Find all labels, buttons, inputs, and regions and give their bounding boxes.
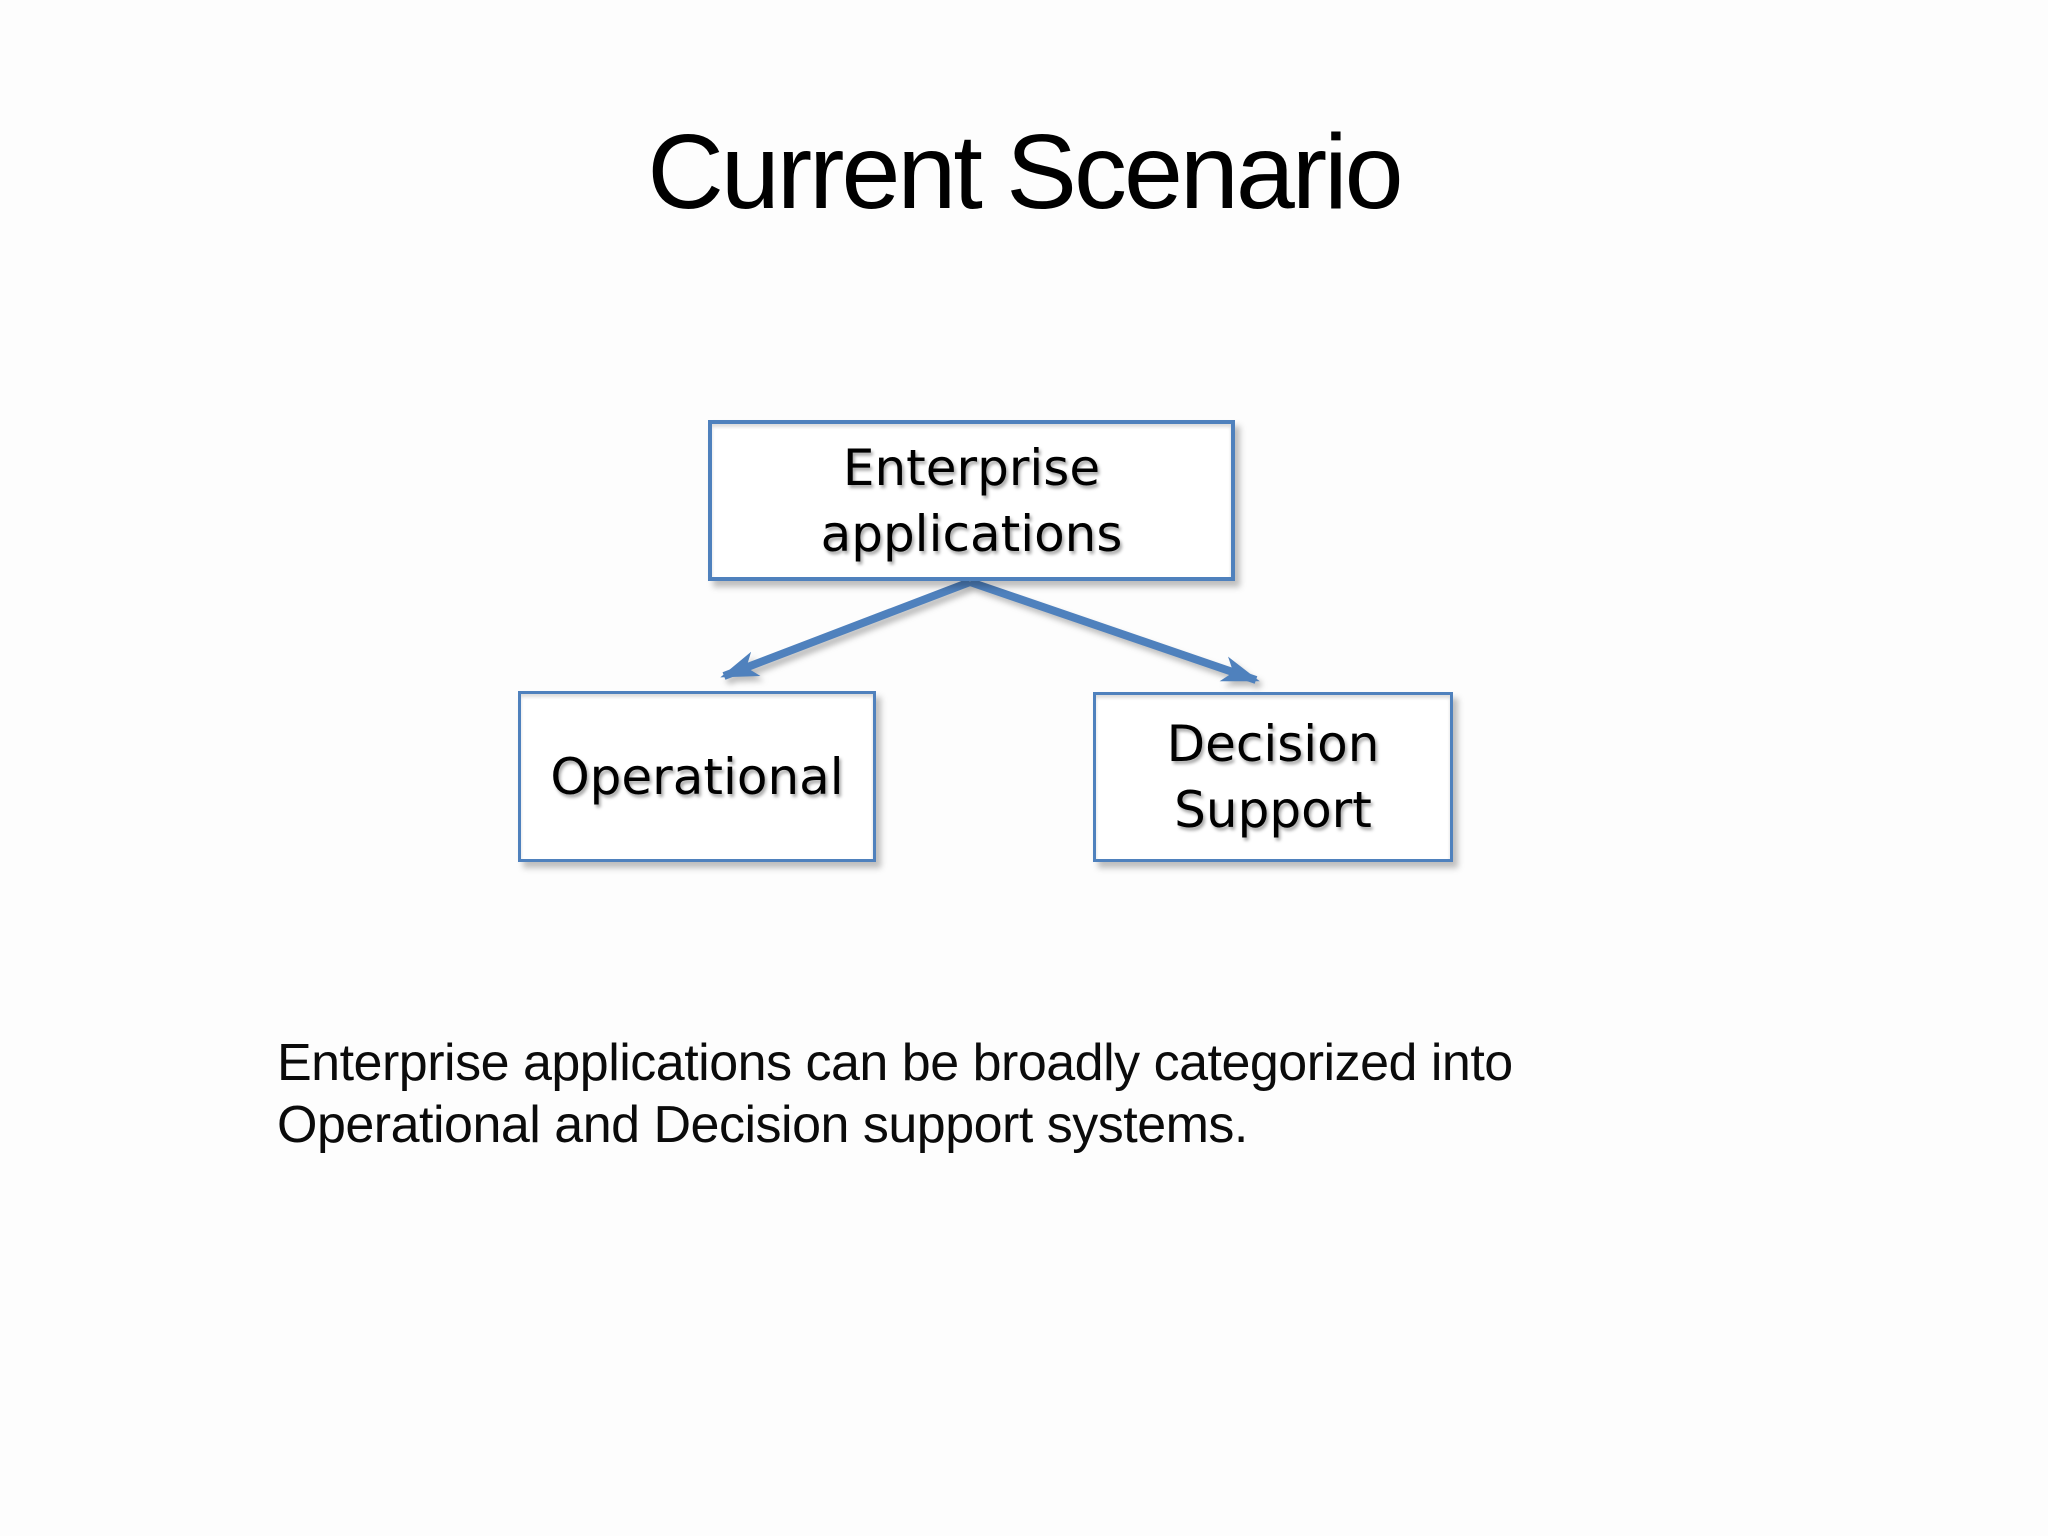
arrow-root-to-operational-icon <box>720 578 972 680</box>
description-line: Enterprise applications can be broadly c… <box>277 1034 1513 1092</box>
node-label-line: Decision <box>1166 715 1380 773</box>
node-label-line: Enterprise <box>842 438 1101 497</box>
description-line: Operational and Decision support systems… <box>277 1096 1248 1154</box>
arrow-root-to-decision-support-icon <box>968 578 1260 684</box>
node-label-line: Support <box>1174 781 1372 839</box>
node-label-line: applications <box>820 504 1123 563</box>
node-label-line: Operational <box>550 747 844 806</box>
node-decision-support: Decision Support <box>1093 692 1453 862</box>
node-operational: Operational <box>518 691 876 862</box>
slide-title: Current Scenario <box>647 113 1403 231</box>
description-text: Enterprise applications can be broadly c… <box>277 1032 1697 1156</box>
node-enterprise-applications: Enterprise applications <box>708 420 1235 581</box>
